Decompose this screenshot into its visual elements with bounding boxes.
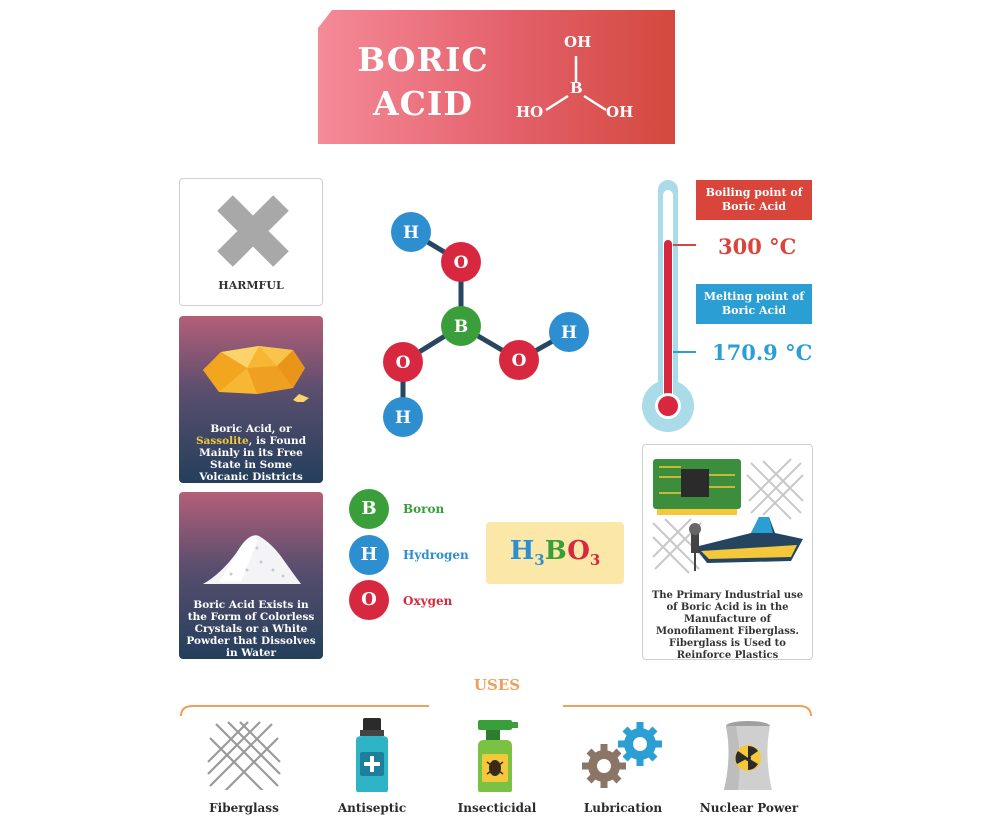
antiseptic-bottle-icon	[356, 718, 388, 792]
boiling-point-value: 300 °C	[718, 234, 797, 259]
structural-formula-bonds	[545, 56, 607, 112]
circuit-board-icon	[653, 459, 741, 515]
use-label-nuclear-power: Nuclear Power	[699, 801, 799, 815]
harmful-label: HARMFUL	[218, 279, 284, 292]
atom-label: H	[395, 408, 411, 428]
atom-label: B	[454, 317, 468, 337]
chemical-formula: H3BO3	[486, 536, 624, 569]
powder-card: Boric Acid Exists in the Form of Colorle…	[179, 492, 323, 659]
title-line-1: BORIC	[357, 40, 489, 79]
atom-hydrogen	[549, 312, 589, 352]
atom-label: H	[403, 223, 419, 243]
structural-ho-left: HO	[516, 103, 544, 121]
thermometer-icon	[642, 180, 696, 432]
industry-card: The Primary Industrial use of Boric Acid…	[642, 444, 813, 661]
title-line-2: ACID	[373, 84, 473, 123]
use-label-insecticidal: Insecticidal	[457, 801, 537, 815]
boiling-point-label: Boiling point of Boric Acid	[696, 180, 812, 220]
atom-label: O	[454, 253, 469, 273]
harmful-card: HARMFUL	[179, 178, 323, 306]
formula-h: H	[509, 536, 535, 566]
cooling-tower-icon	[724, 721, 772, 790]
powder-pile-icon	[203, 535, 301, 584]
legend-boron-circle: B	[349, 489, 389, 529]
atom-hydrogen	[383, 397, 423, 437]
gears-icon	[582, 722, 662, 788]
atom-label: H	[561, 323, 577, 343]
atom-oxygen	[383, 342, 423, 382]
sassolite-text-pre: Boric Acid, or	[210, 423, 292, 435]
structural-boron: B	[570, 79, 583, 97]
sassolite-card: Boric Acid, or Sassolite, is Found Mainl…	[179, 316, 323, 483]
molecule-diagram: H O B O H O H	[383, 212, 589, 437]
legend-oxygen-label: Oxygen	[403, 594, 453, 608]
legend-hydrogen-circle: H	[349, 535, 389, 575]
title-banner: BORIC ACID OH B HO OH	[318, 10, 675, 144]
formula-h-sub: 3	[534, 551, 545, 570]
molecule-atoms	[383, 212, 589, 437]
melting-point-label: Melting point of Boric Acid	[696, 284, 812, 324]
formula-o-sub: 3	[589, 551, 601, 570]
structural-oh-top: OH	[564, 33, 592, 51]
legend-boron-label: Boron	[403, 502, 445, 516]
sassolite-text: Boric Acid, or Sassolite, is Found Mainl…	[185, 423, 317, 483]
banner-fold-corner	[318, 10, 332, 28]
atom-label: O	[512, 351, 527, 371]
sassolite-crystal-icon	[203, 346, 309, 402]
atom-label: O	[396, 353, 411, 373]
industry-text: The Primary Industrial use of Boric Acid…	[651, 590, 804, 661]
atom-boron	[441, 306, 481, 346]
uses-title: USES	[473, 676, 521, 694]
formula-box: H3BO3	[486, 522, 624, 584]
use-label-antiseptic: Antiseptic	[337, 801, 407, 815]
fiberglass-mesh-icon	[207, 721, 281, 790]
sassolite-text-post: , is Found Mainly in its Free State in S…	[199, 435, 307, 483]
uses-bracket	[180, 705, 812, 717]
use-label-fiberglass: Fiberglass	[209, 801, 279, 815]
melting-point-value: 170.9 °C	[712, 340, 813, 365]
use-label-lubrication: Lubrication	[583, 801, 663, 815]
powder-text: Boric Acid Exists in the Form of Colorle…	[186, 599, 316, 659]
legend-hydrogen-label: Hydrogen	[403, 548, 469, 562]
atom-oxygen	[441, 242, 481, 282]
sassolite-highlight: Sassolite	[195, 435, 249, 447]
harmful-x-icon	[217, 195, 289, 267]
legend-oxygen-circle: O	[349, 580, 389, 620]
industry-illustration	[652, 458, 804, 574]
boat-icon	[689, 517, 803, 571]
spray-bottle-icon	[478, 720, 518, 792]
structural-oh-right: OH	[606, 103, 634, 121]
atom-oxygen	[499, 340, 539, 380]
formula-o: O	[567, 536, 590, 566]
formula-b: B	[544, 536, 568, 566]
atom-hydrogen	[391, 212, 431, 252]
